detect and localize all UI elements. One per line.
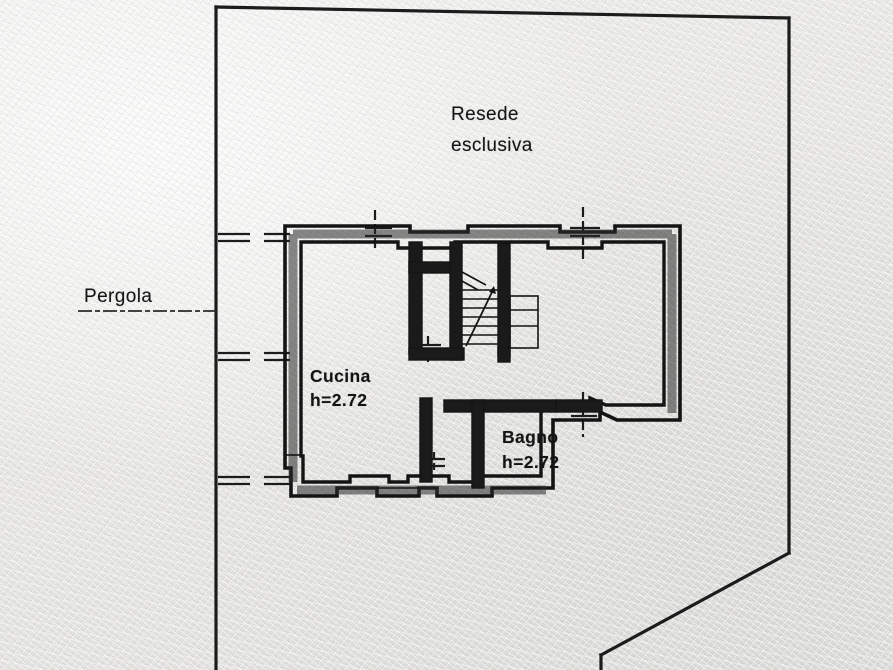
lot-boundary [214,5,792,670]
stair-direction-arrow [465,286,496,347]
stair-treads-lower [462,325,498,345]
internal-partitions [408,241,603,489]
wall-poche-fill [288,229,677,495]
label-bagno-name: Bagno [502,427,559,447]
stair-side-box [509,295,539,349]
stair-treads-upper [462,289,498,318]
openings [285,454,541,489]
partition-hall-right [449,241,463,361]
label-resede-line1: Resede [451,104,519,125]
label-resede-line2: esclusiva [451,135,533,156]
partition-bagno-step [555,399,603,413]
staircase [461,271,539,349]
partition-stair-right [497,243,511,357]
partition-stair-foot [497,347,511,363]
label-cucina-height: h=2.72 [310,390,368,410]
partition-bagno-top [443,399,557,413]
dimension-ticks-left [218,232,290,486]
label-cucina-name: Cucina [310,366,371,386]
partition-hall-bottom [408,347,465,361]
label-bagno-height: h=2.72 [502,452,560,472]
partition-cucina-hall [408,241,423,355]
partition-cucina-bagno [419,397,433,483]
label-pergola: Pergola [84,286,153,307]
partition-bagno-left [471,399,485,489]
stair-winder-lines [461,271,487,291]
